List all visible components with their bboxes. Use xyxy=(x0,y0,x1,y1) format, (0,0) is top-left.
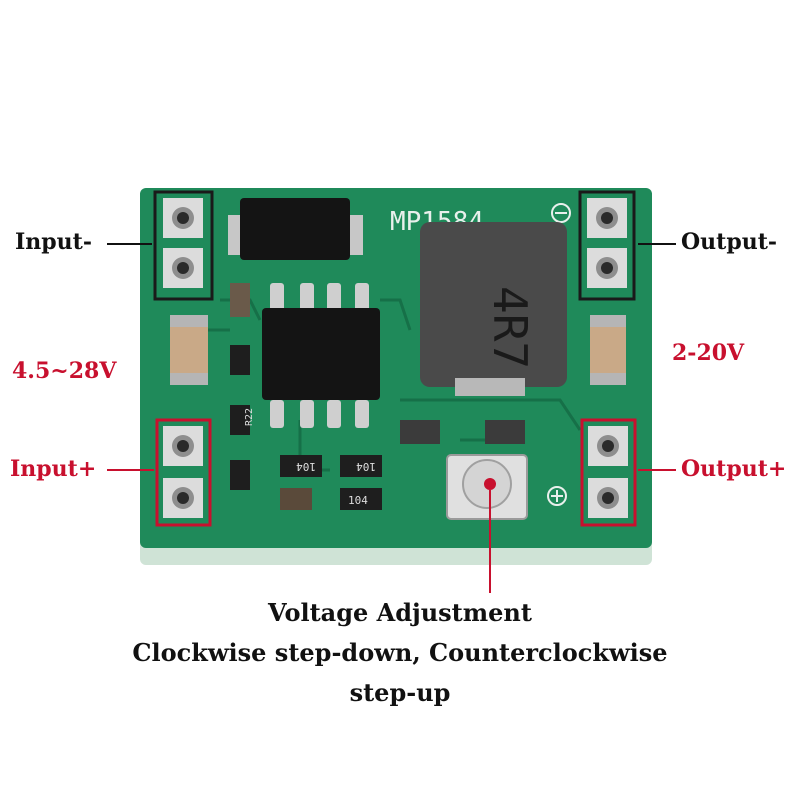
label-leader-lines-red xyxy=(107,469,676,593)
caption-line-3: step-up xyxy=(349,678,451,707)
caption-line-2: Clockwise step-down, Counterclockwise xyxy=(132,638,668,667)
resistor-marking-2: 104 xyxy=(296,460,316,473)
resistors xyxy=(230,345,382,510)
input-plus-header-outline xyxy=(155,418,212,527)
caption-line-1: Voltage Adjustment xyxy=(268,598,532,627)
label-input-plus: Input+ xyxy=(10,456,97,482)
output-plus-header-outline xyxy=(580,418,637,527)
label-input-range: 4.5~28V xyxy=(12,358,117,384)
input-plus-pads xyxy=(163,426,203,518)
output-minus-header-outline xyxy=(578,190,636,301)
input-minus-pads xyxy=(163,198,203,288)
diode-component xyxy=(228,198,363,260)
label-output-plus: Output+ xyxy=(681,456,787,482)
silkscreen-symbols xyxy=(547,203,571,506)
pcb-board xyxy=(140,188,652,548)
resistor-marking-3: 104 xyxy=(356,460,376,473)
capacitors xyxy=(170,283,626,510)
resistor-marking-4: 104 xyxy=(348,494,368,507)
label-output-range: 2-20V xyxy=(672,340,745,366)
output-plus-pads xyxy=(588,426,628,518)
inductor-component: 4R7 xyxy=(420,222,567,396)
output-minus-pads xyxy=(587,198,627,288)
label-output-minus: Output- xyxy=(681,229,777,255)
inductor-marking: 4R7 xyxy=(483,286,537,369)
label-input-minus: Input- xyxy=(15,229,92,255)
potentiometer xyxy=(446,454,528,520)
ic-chip xyxy=(262,283,380,428)
input-minus-header-outline xyxy=(153,190,214,301)
resistor-marking-1: R22 xyxy=(244,408,255,426)
